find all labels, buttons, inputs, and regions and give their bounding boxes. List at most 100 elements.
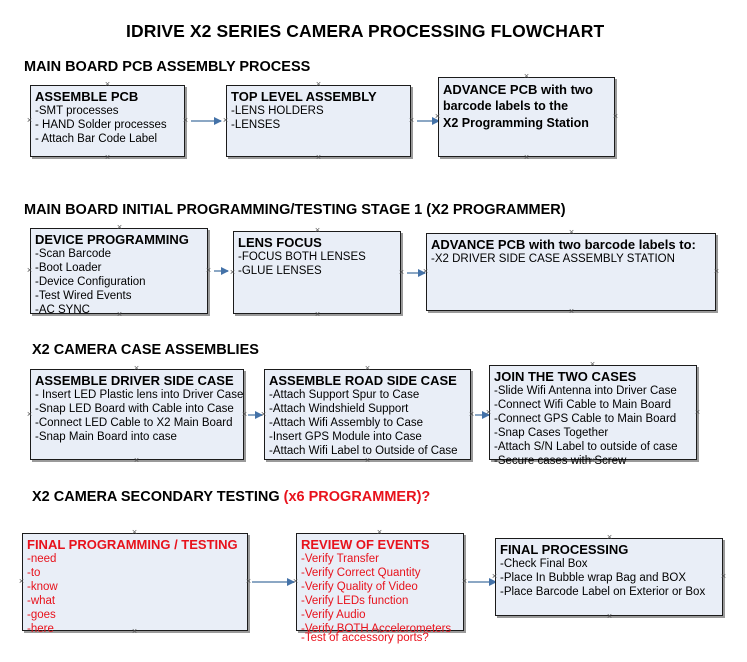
selection-handle[interactable] bbox=[133, 365, 140, 372]
selection-handle[interactable] bbox=[229, 269, 236, 276]
flow-box-top-level-assembly[interactable]: TOP LEVEL ASSEMBLY -LENS HOLDERS -LENSES bbox=[226, 85, 411, 157]
flow-box-assemble-road-side-case[interactable]: ASSEMBLE ROAD SIDE CASE -Attach Support … bbox=[264, 369, 471, 460]
flow-box-advance-pcb-programming-station[interactable]: ADVANCE PCB with two barcode labels to t… bbox=[438, 77, 615, 157]
box-line: -AC SYNC bbox=[35, 304, 90, 316]
page-title: IDRIVE X2 SERIES CAMERA PROCESSING FLOWC… bbox=[126, 21, 605, 41]
selection-handle[interactable] bbox=[398, 269, 405, 276]
connector-arrow bbox=[248, 411, 263, 419]
selection-handle[interactable] bbox=[315, 154, 322, 161]
selection-handle[interactable] bbox=[376, 628, 383, 635]
box-line: -need bbox=[27, 553, 57, 565]
selection-handle[interactable] bbox=[182, 117, 189, 124]
selection-handle[interactable] bbox=[222, 117, 229, 124]
selection-handle[interactable] bbox=[315, 81, 322, 88]
section-heading-2: MAIN BOARD INITIAL PROGRAMMING/TESTING S… bbox=[24, 202, 566, 218]
selection-handle[interactable] bbox=[260, 411, 267, 418]
box-line: -to bbox=[27, 567, 41, 579]
selection-handle[interactable] bbox=[422, 268, 429, 275]
box-title: ASSEMBLE DRIVER SIDE CASE bbox=[35, 373, 234, 388]
selection-handle[interactable] bbox=[26, 117, 33, 124]
flow-box-device-programming[interactable]: DEVICE PROGRAMMING -Scan Barcode -Boot L… bbox=[30, 228, 208, 316]
selection-handle[interactable] bbox=[589, 361, 596, 368]
box-line: -know bbox=[27, 581, 58, 593]
box-line: -Verify Quality of Video bbox=[301, 581, 418, 593]
selection-handle[interactable] bbox=[720, 573, 727, 580]
connector-arrow bbox=[417, 117, 440, 125]
box-line: -Snap Cases Together bbox=[494, 427, 609, 439]
selection-handle[interactable] bbox=[116, 311, 123, 318]
selection-handle[interactable] bbox=[205, 267, 212, 274]
box-line: -Attach Wifi Assembly to Case bbox=[269, 417, 424, 429]
selection-handle[interactable] bbox=[568, 229, 575, 236]
selection-handle[interactable] bbox=[434, 113, 441, 120]
selection-handle[interactable] bbox=[694, 409, 701, 416]
selection-handle[interactable] bbox=[104, 154, 111, 161]
selection-handle[interactable] bbox=[408, 117, 415, 124]
flow-box-final-programming-testing[interactable]: FINAL PROGRAMMING / TESTING -need -to -k… bbox=[22, 533, 248, 635]
box-line: -Attach S/N Label to outside of case bbox=[494, 441, 678, 453]
selection-handle[interactable] bbox=[18, 578, 25, 585]
box-line: -Test Wired Events bbox=[35, 290, 132, 302]
selection-handle[interactable] bbox=[292, 578, 299, 585]
box-line: -Verify LEDs function bbox=[301, 595, 409, 607]
box-line: -SMT processes bbox=[35, 105, 119, 117]
box-line: -LENSES bbox=[231, 119, 281, 131]
selection-handle[interactable] bbox=[241, 411, 248, 418]
box-title: REVIEW OF EVENTS bbox=[301, 537, 430, 552]
box-line: -Place Barcode Label on Exterior or Box bbox=[500, 586, 706, 598]
flow-box-advance-pcb-driver-side-station[interactable]: ADVANCE PCB with two barcode labels to: … bbox=[426, 233, 716, 311]
selection-handle[interactable] bbox=[606, 613, 613, 620]
box-line: -Snap Main Board into case bbox=[35, 431, 177, 443]
box-title: ASSEMBLE ROAD SIDE CASE bbox=[269, 373, 457, 388]
selection-handle[interactable] bbox=[461, 578, 468, 585]
selection-handle[interactable] bbox=[131, 628, 138, 635]
selection-handle[interactable] bbox=[26, 267, 33, 274]
box-line: -Slide Wifi Antenna into Driver Case bbox=[494, 385, 677, 397]
selection-handle[interactable] bbox=[485, 409, 492, 416]
connector-arrow bbox=[252, 578, 295, 586]
section-heading-4-text: X2 CAMERA SECONDARY TESTING bbox=[32, 489, 284, 505]
flow-box-final-processing[interactable]: FINAL PROCESSING -Check Final Box -Place… bbox=[495, 538, 723, 616]
selection-handle[interactable] bbox=[364, 365, 371, 372]
selection-handle[interactable] bbox=[131, 529, 138, 536]
box-line: -what bbox=[27, 595, 56, 607]
box-line: -Attach Wifi Label to Outside of Case bbox=[269, 445, 458, 457]
selection-handle[interactable] bbox=[589, 457, 596, 464]
selection-handle[interactable] bbox=[491, 573, 498, 580]
selection-handle[interactable] bbox=[26, 411, 33, 418]
selection-handle[interactable] bbox=[116, 224, 123, 231]
flow-box-lens-focus[interactable]: LENS FOCUS -FOCUS BOTH LENSES -GLUE LENS… bbox=[233, 231, 401, 314]
box-title: FINAL PROCESSING bbox=[500, 542, 629, 557]
section-heading-4-accent: (x6 PROGRAMMER)? bbox=[283, 489, 431, 505]
box-line: -Connect LED Cable to X2 Main Board bbox=[35, 417, 233, 429]
flow-box-review-of-events[interactable]: REVIEW OF EVENTS -Verify Transfer -Verif… bbox=[296, 533, 464, 644]
section-heading-2-text: MAIN BOARD INITIAL PROGRAMMING/TESTING S… bbox=[24, 202, 566, 218]
selection-handle[interactable] bbox=[468, 411, 475, 418]
section-heading-3-text: X2 CAMERA CASE ASSEMBLIES bbox=[32, 342, 259, 358]
selection-handle[interactable] bbox=[568, 308, 575, 315]
box-line: - Insert LED Plastic lens into Driver Ca… bbox=[35, 389, 244, 401]
section-heading-1-text: MAIN BOARD PCB ASSEMBLY PROCESS bbox=[24, 59, 311, 75]
selection-handle[interactable] bbox=[376, 529, 383, 536]
box-title: FINAL PROGRAMMING / TESTING bbox=[27, 537, 238, 552]
selection-handle[interactable] bbox=[314, 227, 321, 234]
box-line: -Verify Correct Quantity bbox=[301, 567, 421, 579]
box-title: ADVANCE PCB with two bbox=[443, 82, 593, 97]
selection-handle[interactable] bbox=[523, 73, 530, 80]
selection-handle[interactable] bbox=[713, 268, 720, 275]
selection-handle[interactable] bbox=[314, 311, 321, 318]
box-title: ADVANCE PCB with two barcode labels to: bbox=[431, 237, 696, 252]
selection-handle[interactable] bbox=[523, 154, 530, 161]
selection-handle[interactable] bbox=[612, 113, 619, 120]
flow-box-assemble-driver-side-case[interactable]: ASSEMBLE DRIVER SIDE CASE - Insert LED P… bbox=[30, 369, 244, 460]
selection-handle[interactable] bbox=[104, 81, 111, 88]
selection-handle[interactable] bbox=[606, 534, 613, 541]
selection-handle[interactable] bbox=[364, 457, 371, 464]
box-line: -Verify Audio bbox=[301, 609, 366, 621]
box-title: TOP LEVEL ASSEMBLY bbox=[231, 89, 377, 104]
selection-handle[interactable] bbox=[245, 578, 252, 585]
flow-box-join-the-two-cases[interactable]: JOIN THE TWO CASES -Slide Wifi Antenna i… bbox=[489, 365, 697, 467]
flow-box-assemble-pcb[interactable]: ASSEMBLE PCB -SMT processes - HAND Solde… bbox=[30, 85, 185, 157]
selection-handle[interactable] bbox=[133, 457, 140, 464]
box-line: -Check Final Box bbox=[500, 558, 588, 570]
